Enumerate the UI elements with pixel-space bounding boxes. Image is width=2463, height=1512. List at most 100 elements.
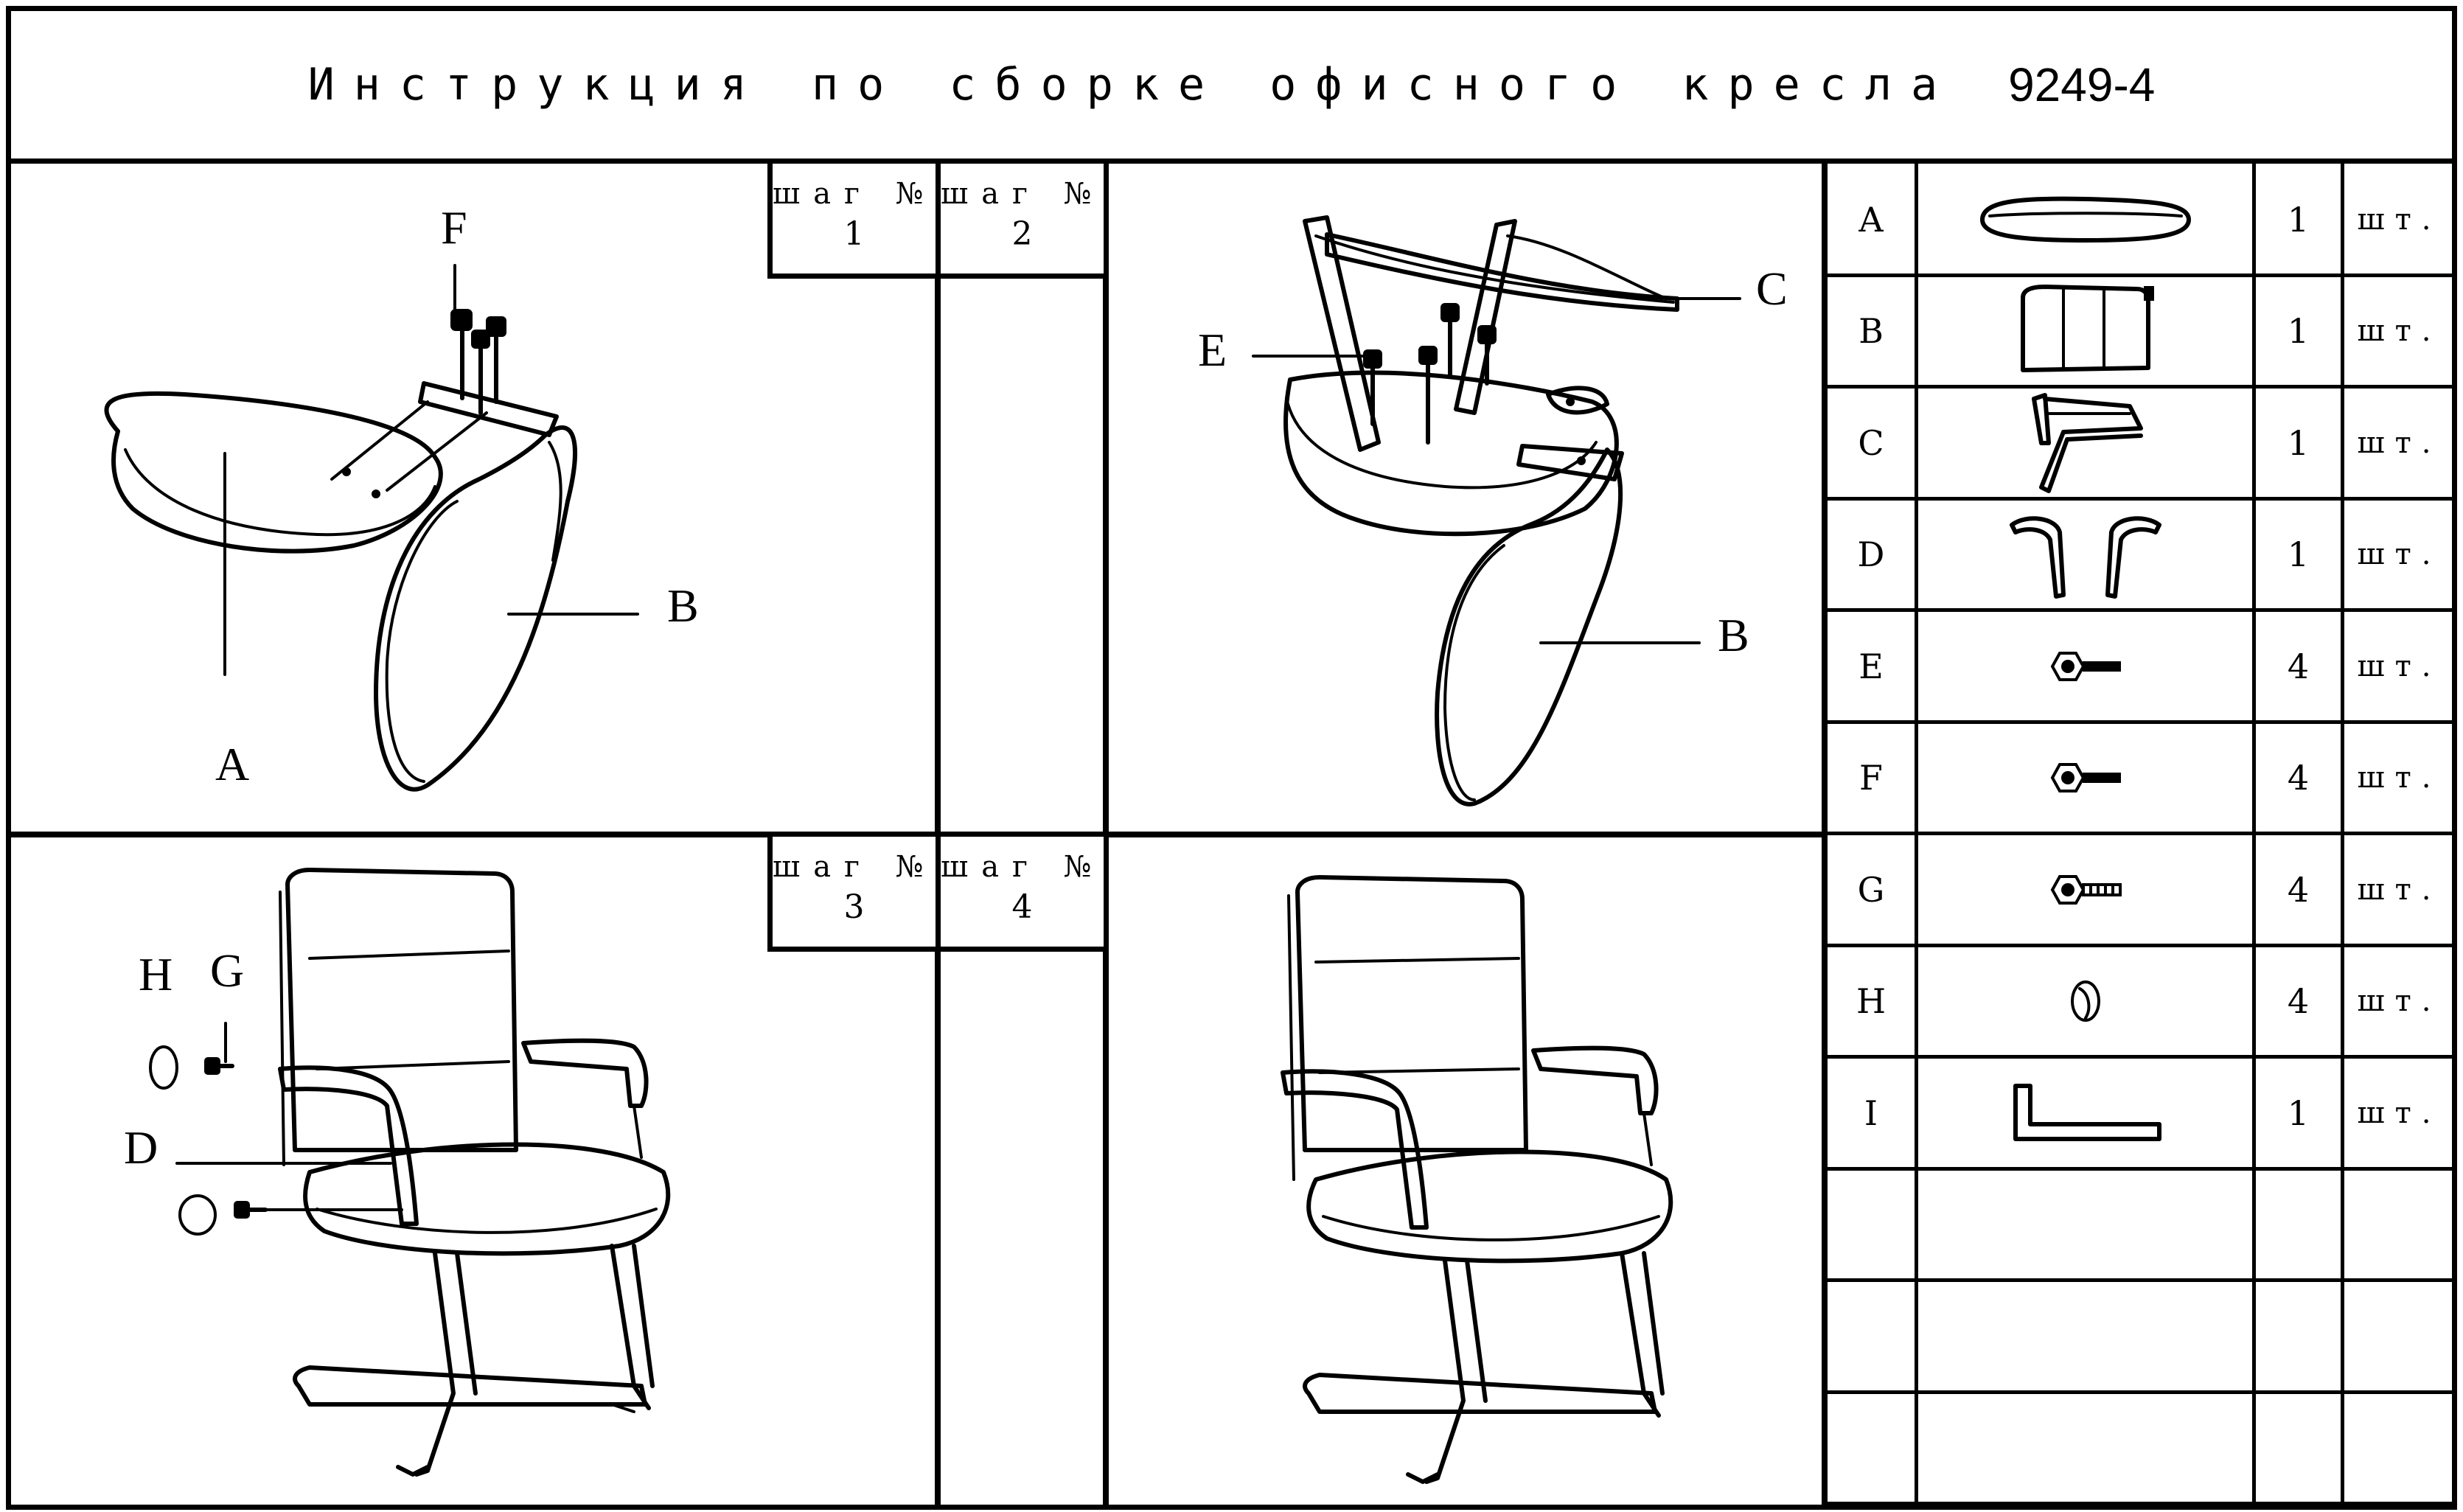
part-letter: C [1858, 422, 1884, 463]
table-row: F 4 шт. [1828, 722, 2454, 835]
callout-H: H [139, 948, 173, 1000]
table-row-divider [1822, 1278, 2457, 1282]
table-row: C 1 шт. [1828, 387, 2454, 499]
part-quantity: 4 [2287, 981, 2310, 1022]
armrests-icon [1918, 499, 2252, 611]
part-unit [2344, 1393, 2454, 1505]
part-quantity: 1 [2287, 534, 2310, 575]
step2-illustration [1252, 215, 1741, 806]
step-label: шаг № [941, 850, 1105, 884]
part-unit: шт. [2357, 202, 2442, 237]
screw-icon [1918, 722, 2252, 835]
part-letter [1828, 1169, 1915, 1281]
callout-G: G [210, 944, 245, 997]
cap-icon [178, 1194, 217, 1236]
part-quantity [2256, 1281, 2341, 1393]
screw-icon [1918, 610, 2252, 722]
table-row [1828, 1281, 2454, 1393]
part-icon-empty [1918, 1169, 2252, 1281]
part-letter: H [1856, 981, 1887, 1022]
part-unit [2344, 1169, 2454, 1281]
part-unit: шт. [2357, 872, 2442, 907]
part-quantity: 1 [2287, 311, 2310, 352]
step3-illustration [149, 868, 671, 1477]
part-unit: шт. [2357, 1095, 2442, 1130]
part-quantity [2256, 1393, 2341, 1505]
table-row-divider [1822, 720, 2457, 724]
part-letter [1828, 1393, 1915, 1505]
part-unit: шт. [2357, 649, 2442, 683]
table-row: H 4 шт. [1828, 946, 2454, 1058]
chair-drawing [278, 868, 671, 1477]
part-unit: шт. [2357, 314, 2442, 349]
table-row [1828, 1393, 2454, 1505]
table-row-divider [1822, 1166, 2457, 1171]
step-label: шаг № [773, 850, 937, 884]
sled-base-frame-icon [1918, 387, 2252, 499]
step-number: 3 [843, 888, 865, 926]
step-box-4: шаг № 4 [936, 832, 1109, 952]
table-row [1828, 1169, 2454, 1281]
part-letter: B [1858, 311, 1884, 352]
part-quantity [2256, 1169, 2341, 1281]
table-row: E 4 шт. [1828, 610, 2454, 722]
page-title: Инструкция по сборке офисного кресла 9249… [11, 11, 2452, 158]
table-row: A 1 шт. [1828, 164, 2454, 276]
step1-illustration [104, 264, 639, 792]
callout-A: A [215, 738, 250, 790]
step-number: 4 [1011, 888, 1033, 926]
part-letter: F [1859, 758, 1883, 798]
bolt-icon [1918, 834, 2252, 946]
step-box-3: шаг № 3 [767, 832, 941, 952]
part-letter: A [1858, 199, 1884, 240]
step4-illustration [1281, 875, 1673, 1484]
table-row: I 1 шт. [1828, 1057, 2454, 1169]
model-number: 9249-4 [2008, 58, 2156, 111]
callout-B2: B [1718, 609, 1749, 661]
table-row-divider [1822, 385, 2457, 389]
part-letter: E [1858, 646, 1884, 686]
table-row-divider [1822, 496, 2457, 501]
part-letter [1828, 1281, 1915, 1393]
step-box-2: шаг № 2 [936, 158, 1109, 279]
chair-drawing [1281, 875, 1673, 1484]
step-label: шаг № [941, 177, 1105, 211]
part-quantity: 4 [2287, 646, 2310, 686]
table-row-divider [1822, 832, 2457, 835]
table-row: D 1 шт. [1828, 499, 2454, 611]
step-number: 1 [843, 215, 865, 253]
part-unit: шт. [2357, 984, 2442, 1019]
cap-icon [1918, 946, 2252, 1058]
step-label: шаг № [773, 177, 937, 211]
table-row-divider [1822, 943, 2457, 947]
part-quantity: 1 [2287, 422, 2310, 463]
part-unit [2344, 1281, 2454, 1393]
table-row-divider [1822, 1502, 2457, 1505]
callout-E: E [1198, 324, 1227, 376]
title-text: Инструкция по сборке офисного кресла [307, 59, 1957, 111]
part-quantity: 4 [2287, 758, 2310, 798]
allen-key-icon [1918, 1057, 2252, 1169]
part-letter: D [1857, 534, 1885, 575]
table-row: B 1 шт. [1828, 276, 2454, 388]
table-row-divider [1822, 608, 2457, 612]
screw-icon [450, 309, 506, 415]
part-unit: шт. [2357, 761, 2442, 795]
step-number: 2 [1011, 215, 1033, 253]
backrest-icon [1918, 276, 2252, 388]
part-unit: шт. [2357, 537, 2442, 572]
seat-cushion-icon [1918, 164, 2252, 276]
cap-icon [149, 1045, 178, 1090]
callout-D: D [124, 1121, 158, 1174]
part-letter: I [1864, 1093, 1878, 1133]
part-unit: шт. [2357, 425, 2442, 460]
callout-F: F [441, 201, 467, 254]
part-quantity: 1 [2287, 1093, 2310, 1133]
part-quantity: 1 [2287, 199, 2310, 240]
part-icon-empty [1918, 1393, 2252, 1505]
bolt-icon [204, 1057, 268, 1219]
screw-icon [1363, 303, 1497, 445]
callout-B: B [667, 579, 699, 632]
